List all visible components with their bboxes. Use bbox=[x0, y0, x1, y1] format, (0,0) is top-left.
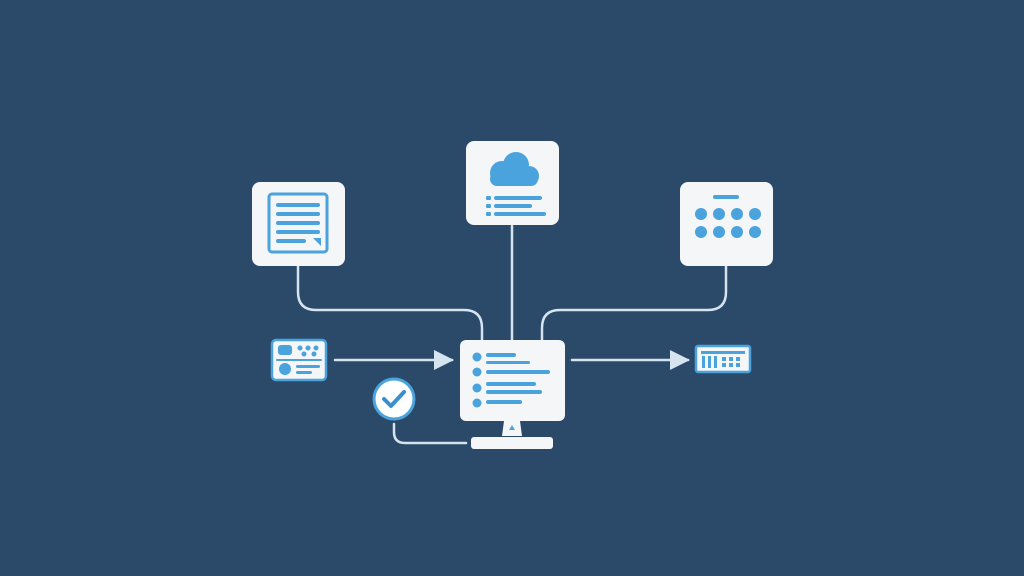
edge-document-to-computer bbox=[296, 264, 484, 342]
node-document bbox=[252, 182, 345, 266]
monitor-base bbox=[471, 437, 553, 449]
table-icon bbox=[701, 351, 745, 368]
node-cloud bbox=[466, 141, 559, 225]
monitor-list-items bbox=[472, 352, 550, 408]
cloud-icon bbox=[490, 152, 539, 186]
node-verification bbox=[372, 377, 416, 421]
connectors bbox=[296, 224, 728, 445]
dot-grid-icon bbox=[695, 208, 761, 238]
checkmark-icon bbox=[382, 390, 406, 408]
node-computer bbox=[460, 340, 565, 449]
desktop-computer-icon bbox=[460, 340, 565, 449]
document-icon bbox=[267, 192, 329, 254]
node-output-table bbox=[694, 344, 752, 374]
control-panel-icon bbox=[276, 345, 322, 375]
node-grid bbox=[680, 182, 773, 266]
node-input-panel bbox=[270, 338, 328, 382]
cloud-text-lines bbox=[486, 196, 546, 216]
monitor-screen bbox=[460, 340, 565, 421]
grid-header-bar bbox=[713, 195, 739, 199]
edge-grid-to-computer bbox=[540, 264, 728, 342]
edge-verification-to-computer bbox=[392, 422, 468, 445]
